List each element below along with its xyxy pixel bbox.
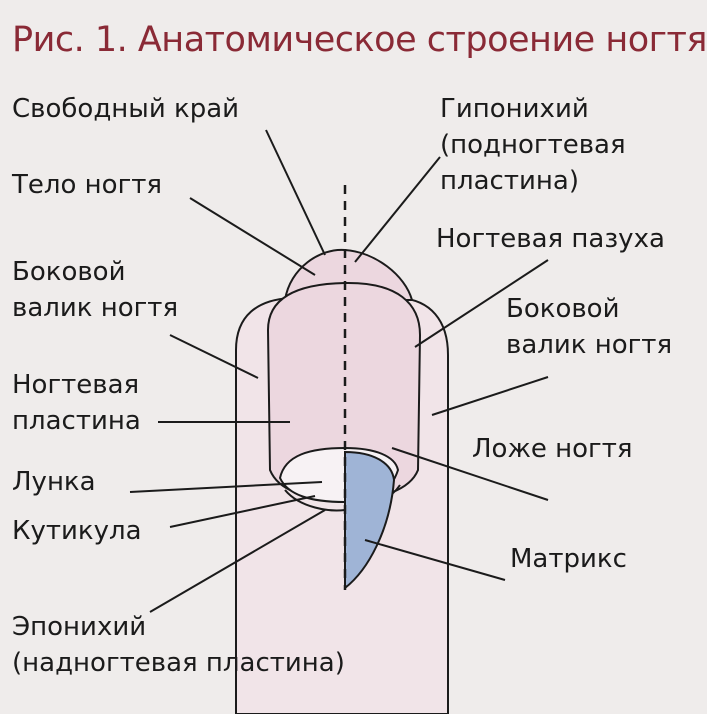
leader-lateral-fold-right: [431, 376, 549, 416]
leader-eponychium: [149, 509, 326, 613]
label-lateral-fold-right-line1: Боковой: [506, 294, 620, 324]
label-free-edge: Свободный край: [12, 94, 240, 124]
label-hyponychium-line3: пластина): [440, 166, 579, 196]
label-lateral-fold-left-line1: Боковой: [12, 257, 126, 287]
figure-canvas: Рис. 1. Анатомическое строение ногтя: [12, 20, 707, 714]
matrix: [344, 450, 396, 591]
label-nail-bed: Ложе ногтя: [472, 434, 633, 464]
leader-free-edge: [265, 129, 326, 256]
figure-title: Рис. 1. Анатомическое строение ногтя: [12, 20, 707, 60]
label-lunula: Лунка: [12, 467, 96, 497]
label-nail-body: Тело ногтя: [12, 170, 163, 200]
label-eponychium-line2: (надногтевая пластина): [12, 648, 345, 678]
leader-lateral-fold-left: [169, 334, 259, 379]
nail-anatomy-diagram: [129, 129, 549, 714]
label-nail-plate-line1: Ногтевая: [12, 370, 140, 400]
label-nail-plate-line2: пластина: [12, 406, 141, 436]
label-nail-sinus: Ногтевая пазуха: [436, 224, 665, 254]
leader-hyponychium: [354, 156, 441, 263]
label-eponychium-line1: Эпонихий: [12, 612, 147, 642]
leader-lunula: [129, 481, 323, 493]
label-lateral-fold-right-line2: валик ногтя: [506, 330, 673, 360]
leader-nail-bed: [391, 447, 549, 501]
label-matrix: Матрикс: [510, 544, 627, 574]
label-hyponychium-line2: (подногтевая: [440, 130, 626, 160]
leader-matrix: [364, 539, 506, 581]
label-lateral-fold-left-line2: валик ногтя: [12, 293, 179, 323]
label-hyponychium-line1: Гипонихий: [440, 94, 589, 124]
leader-nail-body: [189, 197, 316, 276]
label-cuticle: Кутикула: [12, 516, 142, 546]
leader-cuticle: [169, 495, 316, 528]
leader-nail-sinus: [414, 259, 549, 348]
